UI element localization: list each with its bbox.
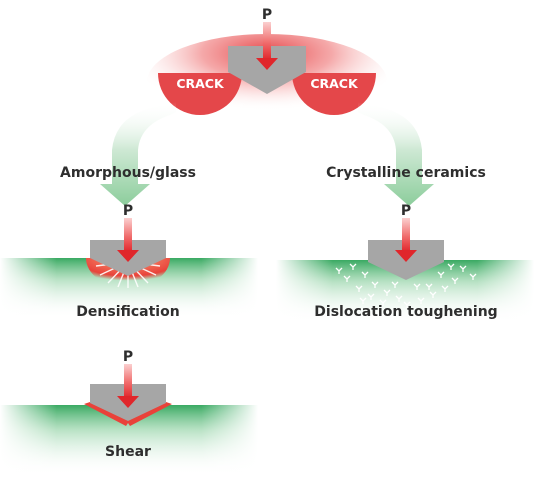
dislocation-load-label: P <box>401 203 411 219</box>
shear-band-left <box>84 400 130 426</box>
densification-load-arrow-head <box>117 250 139 262</box>
crack-lobe-right <box>292 73 376 115</box>
crack-label-right: CRACK <box>310 76 359 91</box>
branch-label-crystalline: Crystalline ceramics <box>326 165 486 181</box>
shear-panel: P Shear <box>0 349 258 475</box>
flow-arrow-left <box>100 102 176 206</box>
top-load-arrow-shaft <box>263 22 271 60</box>
dislocation-load-arrow-shaft <box>402 218 410 252</box>
dislocation-label: Dislocation toughening <box>314 304 497 320</box>
dislocation-load-arrow-head <box>395 250 417 262</box>
shear-label: Shear <box>105 444 151 460</box>
shear-band-right <box>126 400 172 426</box>
crack-label-left: CRACK <box>176 76 225 91</box>
top-crack-group: CRACK CRACK P <box>147 7 387 130</box>
flow-arrow-right <box>358 102 434 206</box>
dislocation-panel: P Dislocation toughening <box>276 203 534 322</box>
dislocation-markers <box>335 263 477 316</box>
densification-load-label: P <box>123 203 133 219</box>
top-load-arrow-head <box>256 58 278 70</box>
top-load-label: P <box>262 7 272 23</box>
densification-label: Densification <box>76 304 179 320</box>
shear-load-arrow-shaft <box>124 364 132 398</box>
crack-lobe-left <box>158 73 242 115</box>
densification-load-arrow-shaft <box>124 218 132 252</box>
shear-load-arrow-head <box>117 396 139 408</box>
shear-load-label: P <box>123 349 133 365</box>
densification-panel: P Densification <box>0 203 258 320</box>
branch-label-amorphous: Amorphous/glass <box>60 165 196 181</box>
